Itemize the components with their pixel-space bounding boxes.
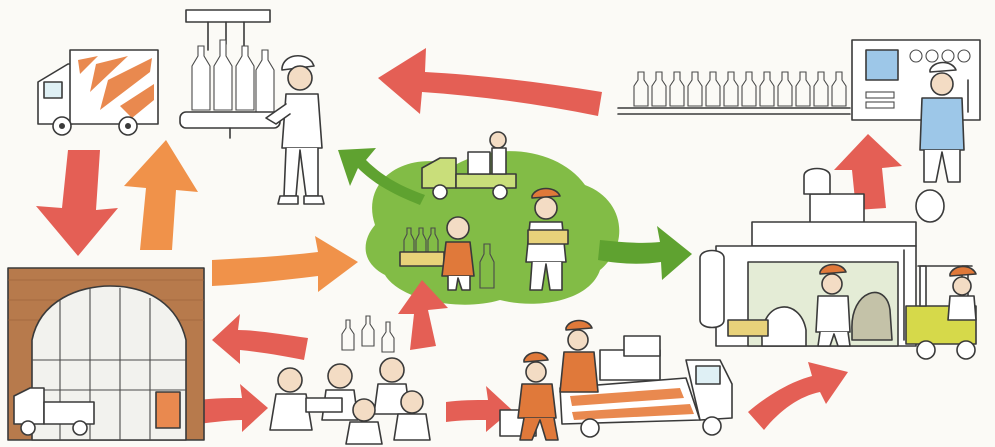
- arrow-truck-to-plant: [748, 362, 848, 430]
- arrow-return-to-filling: [378, 48, 602, 116]
- arrow-warehouse-to-filling: [124, 140, 198, 250]
- arrow-truck-to-warehouse: [36, 150, 118, 256]
- arrow-warehouse-to-shop: [212, 236, 358, 292]
- factory-worker-icon: [266, 56, 324, 204]
- arrow-kids-to-warehouse: [212, 314, 308, 364]
- kids-group-icon: [270, 316, 430, 444]
- delivery-truck-icon: [38, 50, 158, 135]
- arrow-warehouse-to-kids: [198, 384, 268, 432]
- bottle-filling-machine-icon: [180, 10, 280, 138]
- bottle-row-icon: [618, 72, 850, 114]
